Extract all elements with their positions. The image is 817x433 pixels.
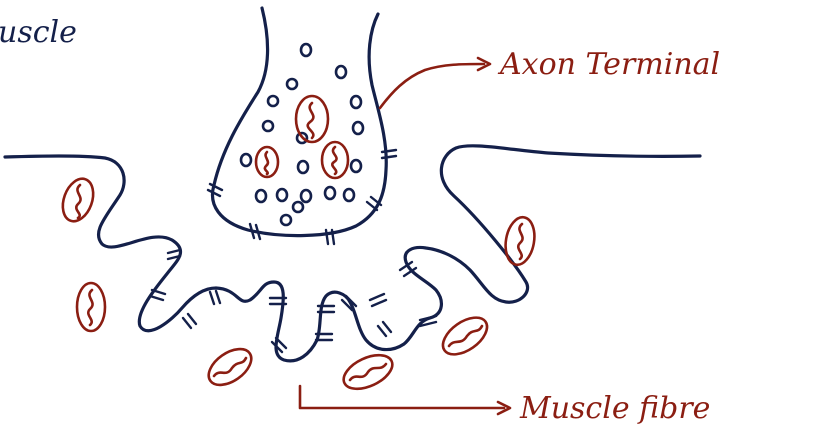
synaptic-vesicles: [241, 44, 363, 225]
axon-terminal-label: Axon Terminal: [497, 47, 720, 82]
muscle-fibre-membrane: [5, 146, 700, 361]
axon-mitochondria: [256, 96, 348, 178]
muscle-membrane-ticks: [150, 250, 436, 352]
axon-terminal-pointer: [380, 64, 484, 108]
muscle-fibre-label: Muscle fibre: [519, 391, 710, 426]
title-fragment: uscle: [0, 15, 77, 50]
muscle-fibre-pointer: [300, 386, 504, 408]
